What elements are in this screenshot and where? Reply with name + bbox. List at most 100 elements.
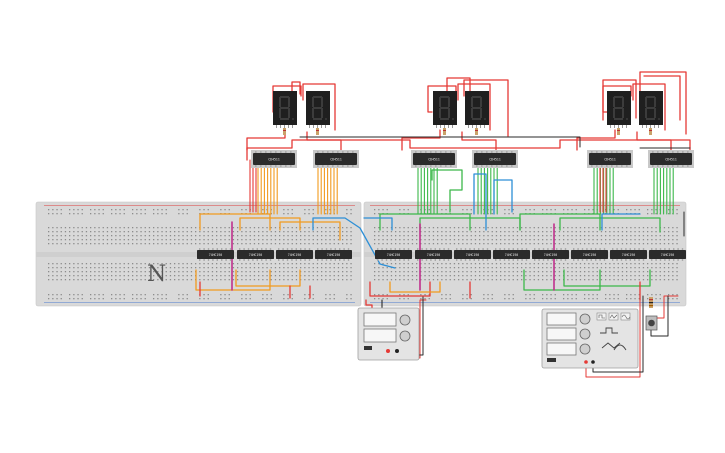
resistor <box>443 128 446 135</box>
wire <box>563 269 651 287</box>
resistor <box>617 128 620 135</box>
chip-label: 74HC190 <box>505 253 519 257</box>
decoder-chip[interactable]: CD4511 <box>313 150 359 168</box>
wire <box>401 129 441 151</box>
hole-grid <box>48 209 352 300</box>
chip-label: 74HC190 <box>622 253 636 257</box>
counter-chip[interactable]: 74HC190 <box>197 248 234 261</box>
wire <box>299 136 581 148</box>
segment <box>654 97 656 107</box>
segment <box>472 107 481 109</box>
knob[interactable] <box>579 328 591 340</box>
terminal-red[interactable] <box>584 360 588 364</box>
counter-chip[interactable]: 74HC190 <box>415 248 452 261</box>
chip-label: 74HC190 <box>427 253 441 257</box>
counter-chip[interactable]: 74HC190 <box>454 248 491 261</box>
knob[interactable] <box>399 314 411 326</box>
wire <box>463 79 509 137</box>
wires <box>195 71 691 378</box>
decoder-chips[interactable]: CD4511 CD4511 CD4511 CD4511 CD4511 CD4511 <box>251 150 694 168</box>
decoder-chip[interactable]: CD4511 <box>587 150 633 168</box>
counter-chip[interactable]: 74HC190 <box>571 248 608 261</box>
counter-chip[interactable]: 74HC190 <box>610 248 647 261</box>
counter-chip[interactable]: 74HC190 <box>532 248 569 261</box>
wire <box>650 295 669 337</box>
wire <box>602 79 637 121</box>
triangle-wave-icon[interactable] <box>608 312 619 321</box>
pushbutton-icon[interactable] <box>645 315 658 331</box>
seven-segment-display[interactable] <box>273 91 297 135</box>
terminal-black[interactable] <box>591 360 595 364</box>
chip-label: 74HC190 <box>249 253 263 257</box>
power-switch[interactable] <box>364 346 372 350</box>
wire <box>559 217 661 233</box>
wire <box>239 217 301 231</box>
function-generator[interactable] <box>541 308 639 369</box>
counter-chip[interactable]: 74HC190 <box>493 248 530 261</box>
resistor[interactable] <box>649 297 653 308</box>
terminal-red[interactable] <box>386 349 390 353</box>
wire <box>656 295 679 319</box>
triangle-wave-icon <box>609 314 618 319</box>
chip-label: CD4511 <box>268 158 280 162</box>
segment <box>440 118 449 120</box>
chip-label: 74HC190 <box>466 253 480 257</box>
terminal-black[interactable] <box>395 349 399 353</box>
knob[interactable] <box>399 330 411 342</box>
seven-segment-displays[interactable] <box>273 91 663 135</box>
counter-chip[interactable]: 74HC190 <box>237 248 274 261</box>
segment <box>321 97 323 107</box>
resistor <box>316 128 319 135</box>
triangle-wave-icon <box>601 342 621 349</box>
display-panel <box>546 312 577 326</box>
chip-label: 74HC190 <box>387 253 401 257</box>
chip-label: 74HC190 <box>209 253 223 257</box>
segment <box>440 107 449 109</box>
seven-segment-display[interactable] <box>465 91 489 135</box>
wire <box>363 217 393 231</box>
segment <box>614 118 623 120</box>
power-switch[interactable] <box>547 358 556 362</box>
wire <box>306 131 342 151</box>
seven-segment-display[interactable] <box>433 91 457 135</box>
display-panel <box>546 327 577 341</box>
decoder-chip[interactable]: CD4511 <box>251 150 297 168</box>
segment <box>613 97 615 107</box>
segment <box>321 108 323 118</box>
wire <box>246 139 691 164</box>
segment <box>313 118 322 120</box>
decoder-chip[interactable]: CD4511 <box>648 150 694 168</box>
knob[interactable] <box>579 313 591 325</box>
segment <box>313 107 322 109</box>
power-supply[interactable] <box>357 307 420 361</box>
wire <box>279 221 341 241</box>
wire <box>389 281 441 293</box>
counter-chip[interactable]: 74HC190 <box>649 248 686 261</box>
counter-chip[interactable]: 74HC190 <box>375 248 412 261</box>
counter-chip[interactable]: 74HC190 <box>276 248 313 261</box>
wire <box>493 179 513 215</box>
seven-segment-display[interactable] <box>607 91 631 135</box>
sine-wave-icon <box>621 314 631 320</box>
decoder-chip[interactable]: CD4511 <box>411 150 457 168</box>
wire <box>199 213 271 231</box>
segment <box>448 108 450 118</box>
segment <box>480 108 482 118</box>
counter-chip[interactable]: 74HC190 <box>315 248 352 261</box>
seven-segment-display[interactable] <box>306 91 330 135</box>
wire <box>461 131 497 151</box>
seven-segment-display[interactable] <box>639 91 663 135</box>
resistor <box>475 128 478 135</box>
decimal-point <box>452 118 454 120</box>
display-panel <box>546 342 577 356</box>
segment <box>645 97 647 107</box>
square-wave-icon[interactable] <box>596 312 607 321</box>
decoder-chip[interactable]: CD4511 <box>472 150 518 168</box>
chip-label: CD4511 <box>330 158 342 162</box>
knob[interactable] <box>579 343 591 355</box>
wire <box>302 83 336 131</box>
chip-label: CD4511 <box>489 158 501 162</box>
segment <box>622 108 624 118</box>
